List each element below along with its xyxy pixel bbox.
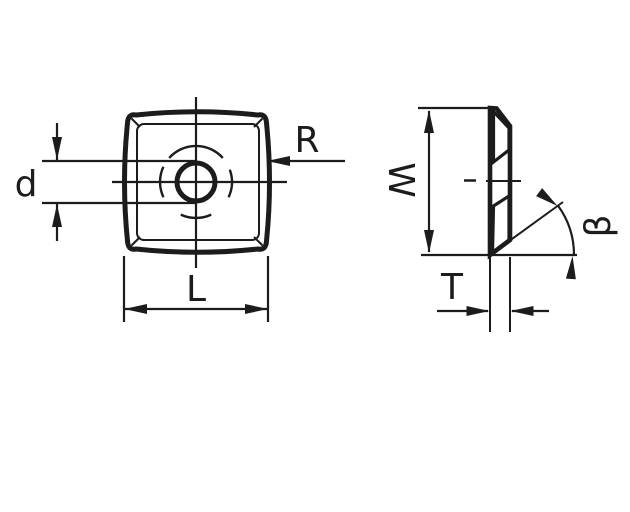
l-label: L bbox=[186, 269, 206, 310]
dimension-d: d bbox=[15, 123, 196, 241]
countersink-arcs bbox=[158, 144, 234, 220]
r-label: R bbox=[294, 120, 319, 161]
t-label: T bbox=[440, 267, 464, 308]
beta-label: β bbox=[578, 215, 619, 238]
t-arrow-left bbox=[510, 306, 534, 316]
w-arrow-down bbox=[424, 230, 434, 253]
dimension-beta: β bbox=[491, 188, 619, 280]
dimension-r: R bbox=[267, 120, 345, 166]
l-arrow-right bbox=[245, 304, 268, 314]
side-view: W β T bbox=[380, 105, 619, 332]
hatch-section-top bbox=[491, 107, 511, 166]
w-arrow-up bbox=[424, 110, 434, 133]
insert-inner-face bbox=[136, 123, 260, 241]
d-arrow-up bbox=[52, 204, 62, 227]
bevel-extension-line bbox=[491, 201, 564, 255]
dimension-l: L bbox=[122, 256, 270, 322]
l-arrow-left bbox=[124, 304, 147, 314]
d-arrow-down bbox=[52, 137, 62, 160]
profile-outline bbox=[487, 105, 513, 260]
d-label: d bbox=[15, 164, 38, 205]
dimension-t: T bbox=[437, 257, 549, 332]
beta-arrow-bottom bbox=[565, 255, 578, 280]
w-label: W bbox=[380, 162, 421, 198]
corner-ticks bbox=[130, 117, 264, 247]
front-view: d R L bbox=[15, 97, 345, 322]
dimension-w: W bbox=[380, 110, 434, 253]
center-hole bbox=[174, 160, 218, 204]
beta-arc bbox=[557, 204, 576, 256]
t-arrow-right bbox=[466, 306, 490, 316]
insert-outer-body bbox=[122, 109, 272, 255]
